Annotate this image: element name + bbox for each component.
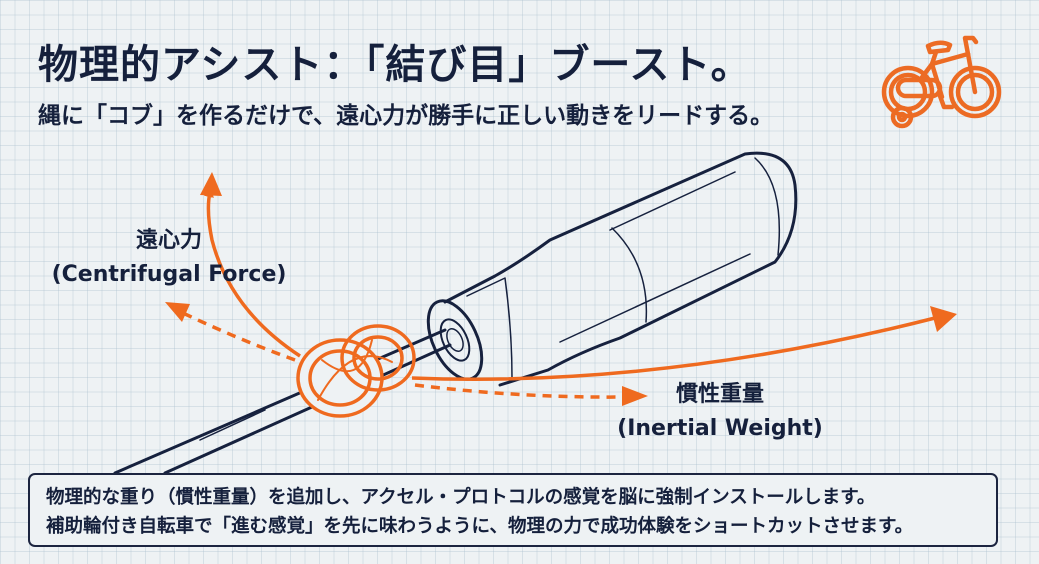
jump-rope-handle (426, 151, 798, 387)
inertial-weight-label-en: (Inertial Weight) (617, 416, 823, 441)
centrifugal-force-label: 遠心力 (Centrifugal Force) (44, 224, 294, 292)
inertial-weight-label: 慣性重量 (Inertial Weight) (600, 378, 840, 446)
bicycle-with-training-wheels-icon (881, 35, 1002, 129)
inertial-weight-label-ja: 慣性重量 (675, 382, 764, 407)
centrifugal-dashed-arrow-head (165, 302, 190, 322)
page-title: 物理的アシスト：「結び目」ブースト。 (38, 42, 752, 88)
centrifugal-force-label-en: (Centrifugal Force) (51, 262, 287, 287)
centrifugal-dashed-arrow (184, 312, 296, 362)
caption-line-2: 補助輪付き自転車で「進む感覚」を先に味わうように、物理の力で成功体験をショートカ… (46, 516, 914, 537)
caption-box: 物理的な重り（慣性重量）を追加し、アクセル・プロトコルの感覚を脳に強制インストー… (28, 473, 998, 547)
inertia-arrow-head (930, 306, 957, 332)
inertia-dashed-arrow-head (622, 386, 648, 406)
caption-line-1: 物理的な重り（慣性重量）を追加し、アクセル・プロトコルの感覚を脳に強制インストー… (46, 487, 876, 508)
inertia-arrow (411, 316, 936, 381)
centrifugal-force-label-ja: 遠心力 (135, 228, 202, 253)
centrifugal-arrow (204, 187, 301, 358)
inertia-dashed-arrow (414, 383, 626, 399)
centrifugal-arrow-head (200, 172, 222, 196)
rope (113, 328, 452, 475)
page-subtitle: 縄に「コブ」を作るだけで、遠心力が勝手に正しい動きをリードする。 (38, 103, 774, 129)
knot (296, 324, 416, 418)
